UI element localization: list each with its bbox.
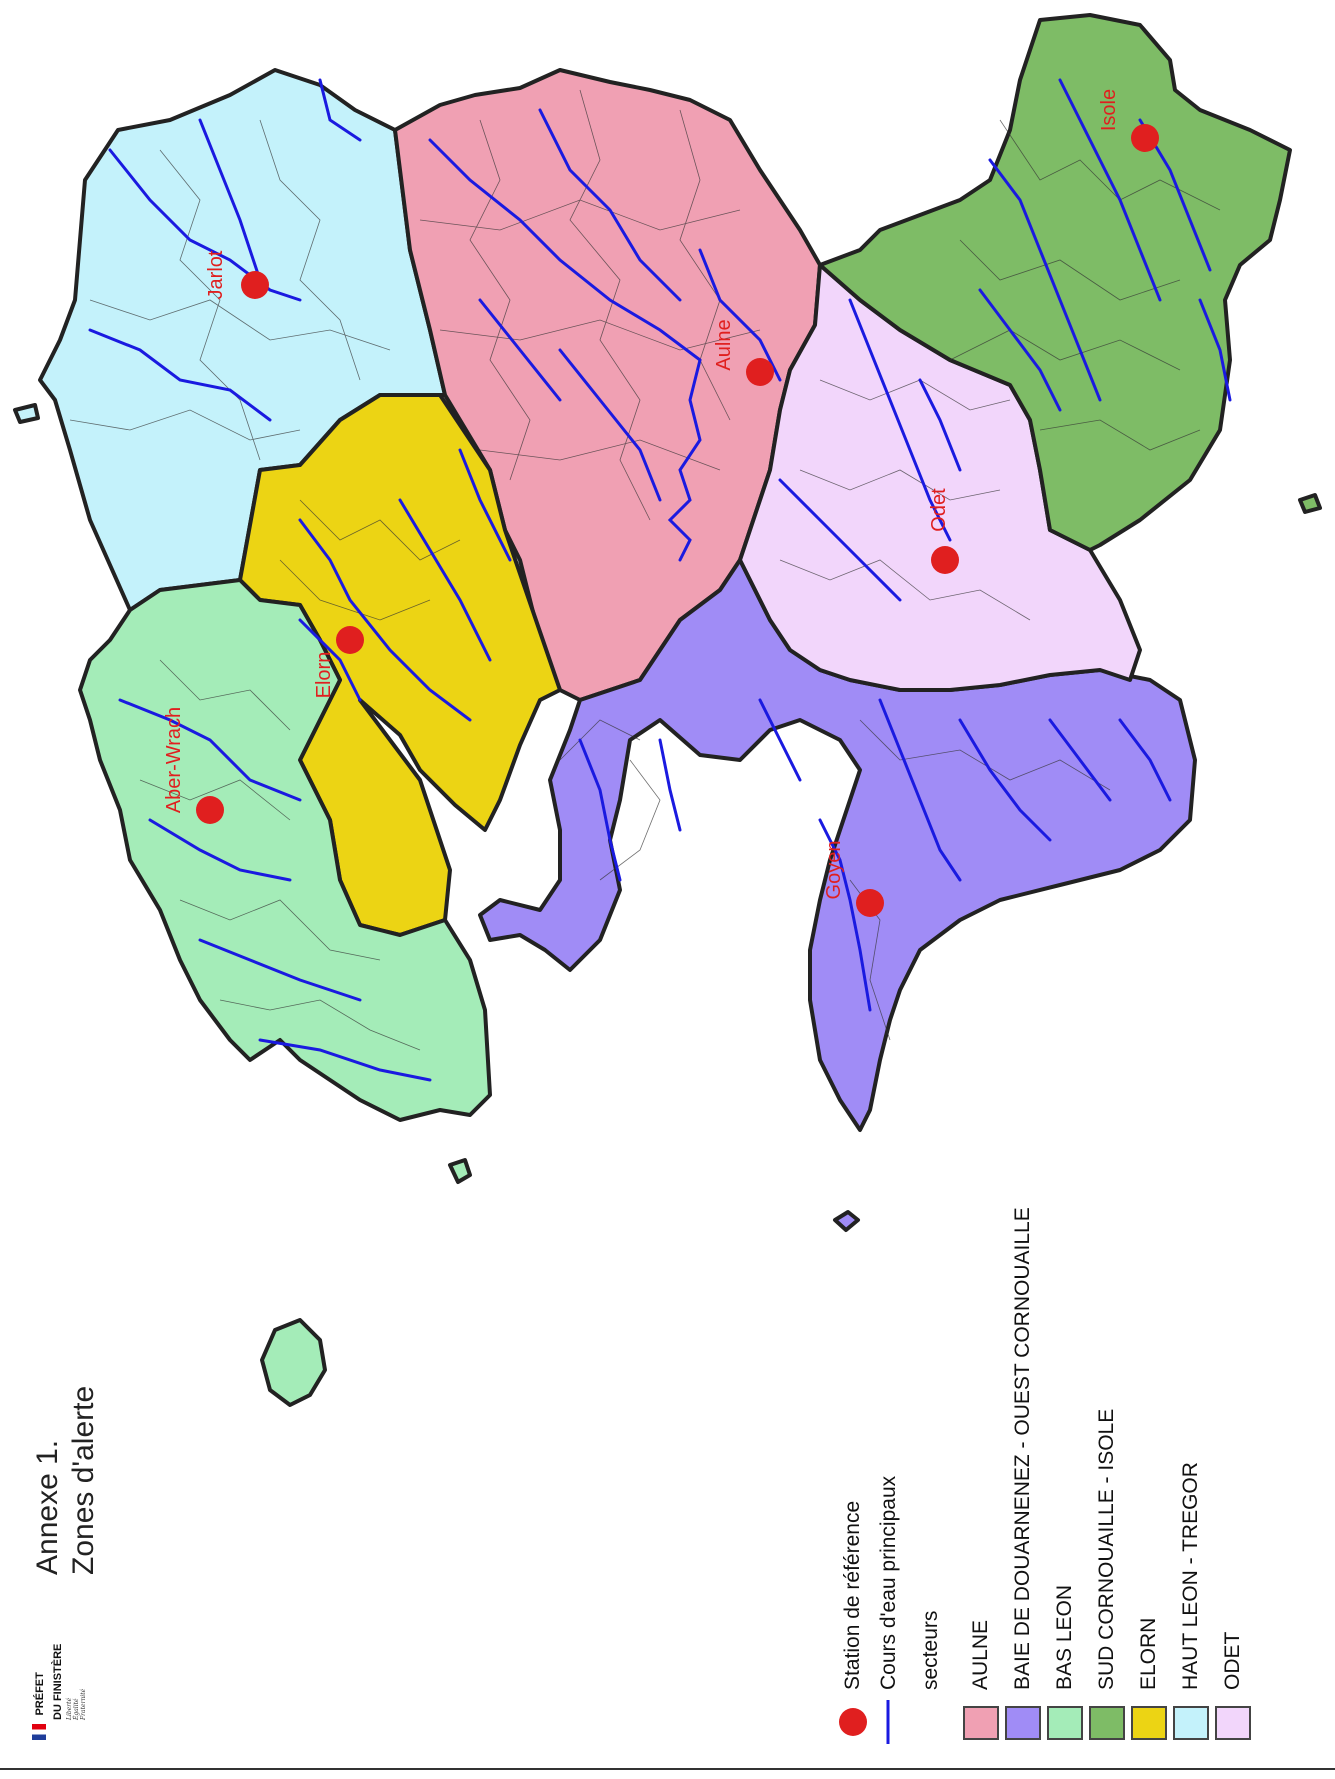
title-block: Annexe 1. Zones d'alerte bbox=[30, 1386, 102, 1575]
station-marker-aberwrach bbox=[196, 796, 224, 824]
legend-sector-label-4: ELORN bbox=[1137, 1617, 1160, 1690]
station-label-aberwrach: Aber-Wrach bbox=[163, 707, 185, 813]
legend-sector-label-5: HAUT LEON - TREGOR bbox=[1179, 1462, 1202, 1690]
station-label-aulne: Aulne bbox=[713, 319, 735, 370]
station-marker-jarlot bbox=[241, 271, 269, 299]
legend-swatch-6 bbox=[1215, 1706, 1251, 1740]
motto-liberte: Liberté bbox=[66, 1697, 73, 1720]
station-marker-goyen bbox=[856, 889, 884, 917]
station-marker-isole bbox=[1131, 124, 1159, 152]
legend-sector-label-3: SUD CORNOUAILLE - ISOLE bbox=[1095, 1408, 1118, 1690]
prefet-logo: PRÉFET DU FINISTÈRE Liberté Égalité Frat… bbox=[30, 1644, 87, 1740]
station-label-jarlot: Jarlot bbox=[205, 250, 227, 299]
sector-baie-de-douarnenez bbox=[478, 558, 1197, 1132]
island-sein bbox=[833, 1210, 860, 1232]
commune-boundaries bbox=[69, 89, 1221, 1051]
logo-line2: DU FINISTÈRE bbox=[52, 1643, 64, 1720]
legend-swatch-3 bbox=[1089, 1706, 1125, 1740]
legend-swatch-5 bbox=[1173, 1706, 1209, 1740]
legend-swatch-1 bbox=[1005, 1706, 1041, 1740]
station-label-odet: Odet bbox=[928, 488, 950, 532]
station-marker-aulne bbox=[746, 358, 774, 386]
legend-sector-label-2: BAS LEON bbox=[1053, 1584, 1076, 1690]
legend-sector-label-0: AULNE bbox=[969, 1619, 992, 1690]
logo-motto: Liberté Égalité Fraternité bbox=[66, 1644, 87, 1720]
main-rivers bbox=[88, 78, 1232, 1082]
legend-swatch-0 bbox=[963, 1706, 999, 1740]
island-glenan bbox=[1298, 493, 1322, 514]
sector-bas-leon bbox=[78, 578, 492, 1122]
station-label-goyen: Goyen bbox=[823, 841, 845, 900]
title-line2: Zones d'alerte bbox=[67, 1385, 100, 1575]
title-line1: Annexe 1. bbox=[31, 1439, 64, 1575]
motto-egalite: Égalité bbox=[73, 1698, 80, 1720]
bottom-rule bbox=[0, 1768, 1335, 1770]
legend-river-icon bbox=[886, 1700, 890, 1744]
marianne-flag-icon bbox=[31, 1724, 46, 1740]
legend-heading: secteurs bbox=[919, 1610, 942, 1690]
legend-river-label: Cours d'eau principaux bbox=[877, 1475, 900, 1690]
station-label-isole: Isole bbox=[1098, 89, 1120, 131]
legend-swatch-4 bbox=[1131, 1706, 1167, 1740]
legend-sector-label-1: BAIE DE DOUARNENEZ - OUEST CORNOUAILLE bbox=[1011, 1207, 1034, 1690]
legend-swatch-2 bbox=[1047, 1706, 1083, 1740]
legend-station-label: Station de référence bbox=[841, 1500, 864, 1690]
logo-line1: PRÉFET bbox=[34, 1672, 46, 1716]
legend-station-icon bbox=[839, 1708, 867, 1736]
sector-sud-cornouaille-isole bbox=[818, 13, 1292, 552]
station-label-elorn: Elorn bbox=[313, 652, 335, 699]
legend-sector-label-6: ODET bbox=[1221, 1631, 1244, 1690]
island-batz bbox=[13, 403, 40, 424]
sector-areas bbox=[13, 13, 1322, 1407]
station-marker-odet bbox=[931, 546, 959, 574]
island-molene bbox=[448, 1158, 472, 1184]
station-marker-elorn bbox=[336, 626, 364, 654]
motto-fraternite: Fraternité bbox=[80, 1688, 87, 1720]
island-ouessant bbox=[260, 1318, 327, 1407]
